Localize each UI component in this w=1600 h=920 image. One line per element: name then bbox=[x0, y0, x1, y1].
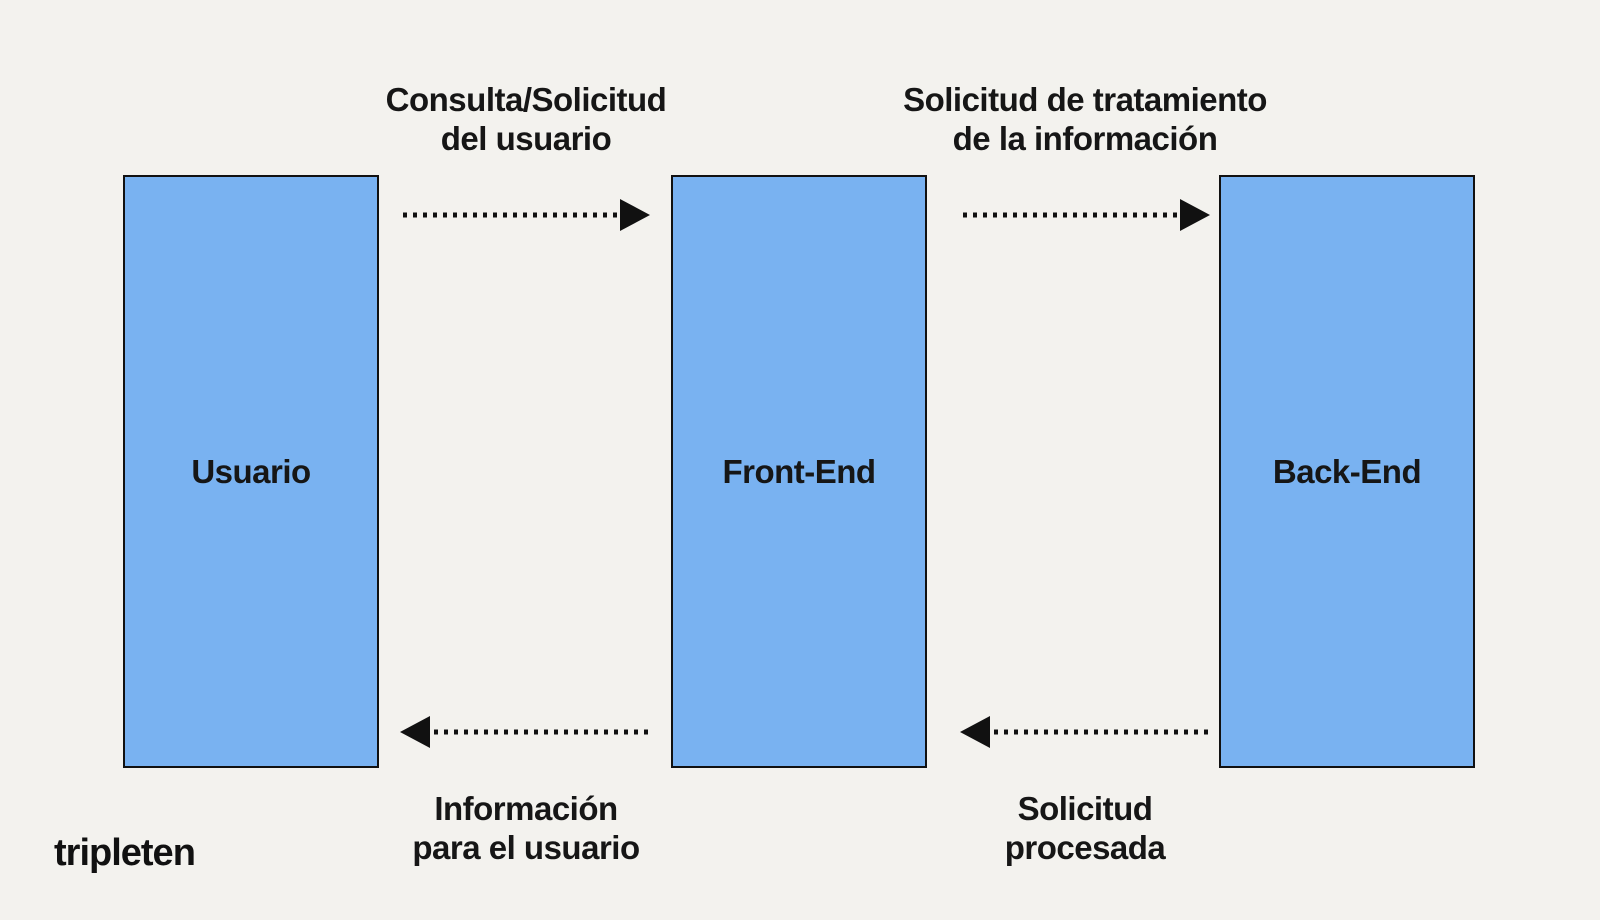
consulta-line-1: Consulta/Solicitud bbox=[385, 81, 667, 118]
arrow-left-backend-to-frontend bbox=[960, 716, 1208, 748]
backend-label: Back-End bbox=[1272, 452, 1422, 490]
usuario-label: Usuario bbox=[191, 452, 311, 490]
frontend-label: Front-End bbox=[722, 452, 876, 490]
backend-box: Back-End bbox=[1219, 175, 1475, 768]
arrow-right-usuario-to-frontend bbox=[403, 199, 650, 231]
consulta-line-2: del usuario bbox=[440, 120, 612, 157]
informacion-line-1: Información bbox=[434, 790, 618, 827]
arrow-left-frontend-to-usuario bbox=[400, 716, 648, 748]
procesada-line-1: Solicitud bbox=[1017, 790, 1153, 827]
tratamiento-line-1: Solicitud de tratamiento bbox=[903, 81, 1267, 118]
solicitud-procesada-label: Solicitud procesada bbox=[875, 789, 1295, 867]
frontend-box: Front-End bbox=[671, 175, 927, 768]
arrow-right-frontend-to-backend bbox=[963, 199, 1210, 231]
tratamiento-line-2: de la información bbox=[952, 120, 1218, 157]
procesada-line-2: procesada bbox=[1004, 829, 1166, 866]
solicitud-tratamiento-label: Solicitud de tratamiento de la informaci… bbox=[875, 80, 1295, 158]
tripleten-logo: tripleten bbox=[54, 832, 196, 874]
informacion-line-2: para el usuario bbox=[412, 829, 640, 866]
informacion-usuario-label: Información para el usuario bbox=[316, 789, 736, 867]
consulta-solicitud-label: Consulta/Solicitud del usuario bbox=[316, 80, 736, 158]
usuario-box: Usuario bbox=[123, 175, 379, 768]
